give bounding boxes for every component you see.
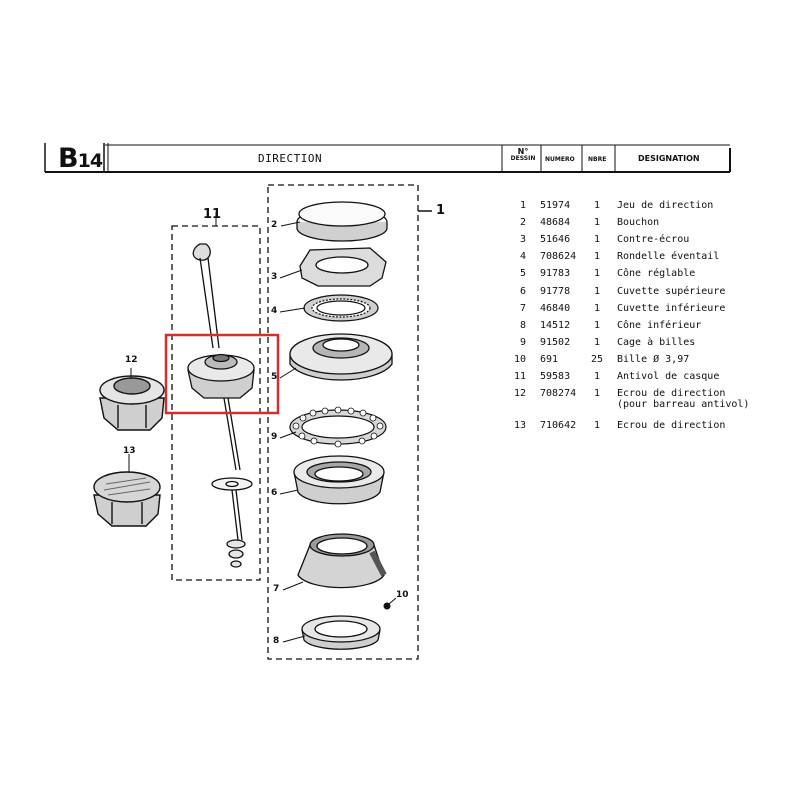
callout-12: 12 xyxy=(125,355,138,365)
group-11-frame xyxy=(171,225,261,581)
part-4-rondelle-drawing xyxy=(303,294,379,322)
part-11-antivol-drawing xyxy=(192,243,253,568)
callout-10: 10 xyxy=(396,590,409,600)
part-11-nut-drawing xyxy=(187,353,255,399)
callout-2: 2 xyxy=(271,220,278,230)
col-header-num: N° DESSIN xyxy=(510,147,536,163)
part-7-cuvette-inf-drawing xyxy=(297,533,387,589)
leader-lines xyxy=(128,221,397,643)
callout-3: 3 xyxy=(271,272,278,282)
callout-6: 6 xyxy=(271,488,278,498)
part-3-contre-ecrou-drawing xyxy=(299,247,387,287)
col-header-nbre: NBRE xyxy=(588,156,607,163)
col-header-designation: DESIGNATION xyxy=(638,154,700,163)
part-8-cone-inf-drawing xyxy=(301,615,381,650)
section-code: B14 xyxy=(58,143,103,174)
part-5-cone-drawing xyxy=(289,333,393,381)
section-title: DIRECTION xyxy=(258,152,323,165)
part-9-cage-drawing xyxy=(289,406,387,448)
col-header-numero: NUMERO xyxy=(545,156,575,163)
part-6-cuvette-sup-drawing xyxy=(293,455,385,505)
callout-9: 9 xyxy=(271,432,278,442)
part-12-nut-drawing xyxy=(99,375,165,431)
callout-8: 8 xyxy=(273,636,280,646)
part-2-bouchon-drawing xyxy=(296,201,388,242)
callout-5: 5 xyxy=(271,372,278,382)
group-label-1: 1 xyxy=(436,203,446,218)
group-1-frame xyxy=(267,184,419,660)
highlight-box xyxy=(164,333,280,415)
part-13-nut-drawing xyxy=(93,471,161,527)
part-10-bille-drawing xyxy=(383,602,391,610)
callout-13: 13 xyxy=(123,446,136,456)
callout-7: 7 xyxy=(273,584,280,594)
group-label-11: 11 xyxy=(203,207,222,222)
header-frame xyxy=(44,143,731,173)
callout-4: 4 xyxy=(271,306,278,316)
